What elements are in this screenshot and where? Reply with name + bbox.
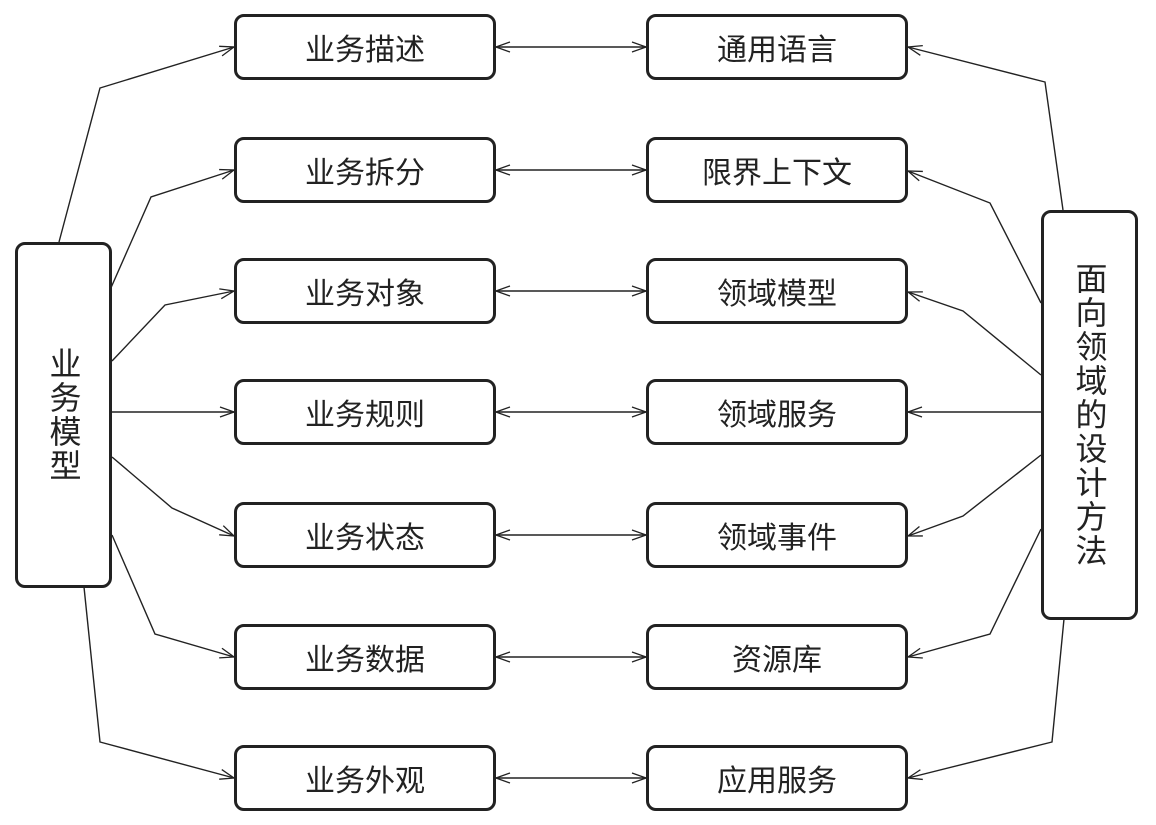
business-node-label: 业务规则 xyxy=(305,398,425,433)
right-connector-6 xyxy=(908,528,1042,657)
domain-node-4: 领域服务 xyxy=(646,379,908,445)
domain-node-label: 领域事件 xyxy=(717,521,837,556)
business-node-label: 业务对象 xyxy=(305,277,425,312)
business-model-node: 业务模型 xyxy=(15,242,112,588)
left-connector-2 xyxy=(109,170,234,291)
right-connector-3 xyxy=(908,292,1042,376)
domain-node-5: 领域事件 xyxy=(646,502,908,568)
business-node-label: 业务拆分 xyxy=(305,156,425,191)
business-node-label: 业务外观 xyxy=(305,764,425,799)
domain-design-method-node: 面向领域的设计方法 xyxy=(1041,210,1138,620)
domain-node-label: 资源库 xyxy=(732,643,822,678)
right-connector-5 xyxy=(908,454,1042,536)
domain-node-label: 领域模型 xyxy=(717,277,837,312)
left-connector-1 xyxy=(58,47,234,243)
left-connector-7 xyxy=(83,586,234,778)
domain-node-6: 资源库 xyxy=(646,624,908,690)
business-node-label: 业务状态 xyxy=(305,521,425,556)
business-model-label: 业务模型 xyxy=(44,347,83,483)
business-node-1: 业务描述 xyxy=(234,14,496,80)
right-connector-2 xyxy=(908,171,1042,304)
left-connector-6 xyxy=(111,534,234,657)
business-node-label: 业务数据 xyxy=(305,643,425,678)
business-node-2: 业务拆分 xyxy=(234,137,496,203)
business-node-5: 业务状态 xyxy=(234,502,496,568)
left-connector-3 xyxy=(111,291,234,362)
domain-node-3: 领域模型 xyxy=(646,258,908,324)
business-node-7: 业务外观 xyxy=(234,745,496,811)
business-node-3: 业务对象 xyxy=(234,258,496,324)
domain-node-label: 限界上下文 xyxy=(702,156,852,191)
domain-design-method-label: 面向领域的设计方法 xyxy=(1070,262,1109,568)
business-node-6: 业务数据 xyxy=(234,624,496,690)
right-connector-1 xyxy=(908,47,1064,211)
domain-node-label: 领域服务 xyxy=(717,398,837,433)
right-connector-7 xyxy=(908,618,1065,778)
domain-node-2: 限界上下文 xyxy=(646,137,908,203)
domain-node-label: 通用语言 xyxy=(717,33,837,68)
left-connector-5 xyxy=(111,456,234,536)
domain-node-7: 应用服务 xyxy=(646,745,908,811)
domain-node-1: 通用语言 xyxy=(646,14,908,80)
business-node-4: 业务规则 xyxy=(234,379,496,445)
domain-node-label: 应用服务 xyxy=(717,764,837,799)
business-node-label: 业务描述 xyxy=(305,33,425,68)
